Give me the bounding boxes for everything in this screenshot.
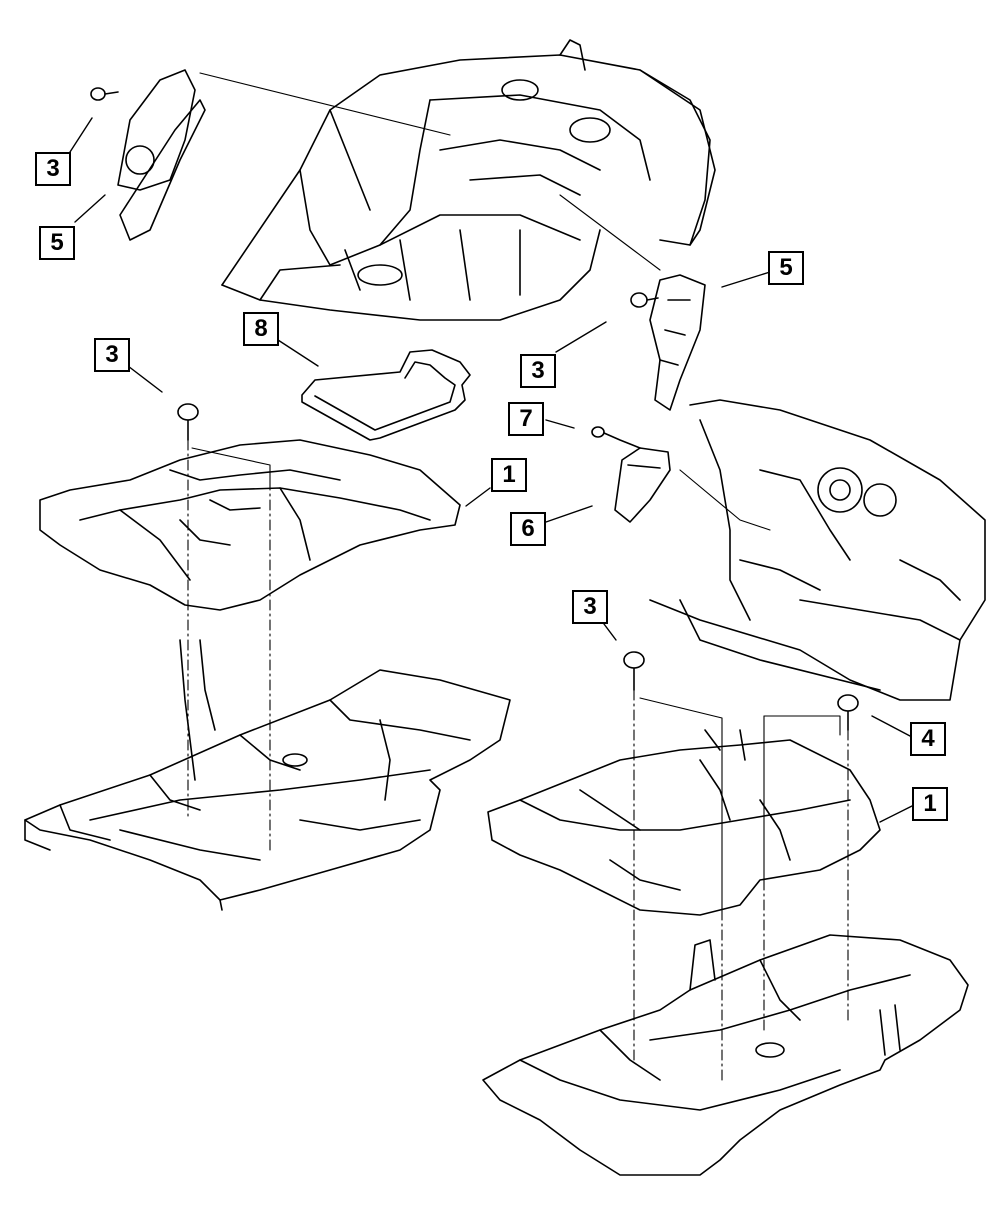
carpet-right [487, 729, 881, 916]
push-pin-left [177, 403, 199, 441]
callout-3-right-lower: 3 [572, 590, 608, 624]
callout-5-upper-left: 5 [39, 226, 75, 260]
floor-pan-right [482, 934, 969, 1176]
push-pin-right-carpet-a [623, 651, 645, 691]
carpet-left [39, 439, 461, 611]
push-pin-upper-left [90, 87, 119, 101]
push-pin-right-carpet-b [837, 694, 859, 731]
callout-7: 7 [508, 402, 544, 436]
push-pin-right-upper [630, 292, 659, 308]
leader-lines [69, 117, 913, 823]
callout-5-upper-right: 5 [768, 251, 804, 285]
callout-6: 6 [510, 512, 546, 546]
cowl-side-trim-left [117, 69, 206, 241]
vehicle-body-upper [221, 39, 716, 321]
callout-1-left: 1 [491, 458, 527, 492]
screw [591, 426, 641, 449]
scuff-bracket [614, 447, 671, 523]
alignment-lines [187, 439, 849, 1081]
callout-8: 8 [243, 312, 279, 346]
callout-3-right-upper: 3 [520, 354, 556, 388]
cowl-side-trim-right [649, 274, 706, 411]
floor-pan-left [24, 639, 511, 911]
callout-3-left: 3 [94, 338, 130, 372]
reference-lines [191, 72, 841, 911]
rear-quarter-inner [649, 399, 986, 701]
callout-4: 4 [910, 722, 946, 756]
callout-3-upper-left: 3 [35, 152, 71, 186]
callout-1-right: 1 [912, 787, 948, 821]
floor-mat [301, 349, 471, 441]
